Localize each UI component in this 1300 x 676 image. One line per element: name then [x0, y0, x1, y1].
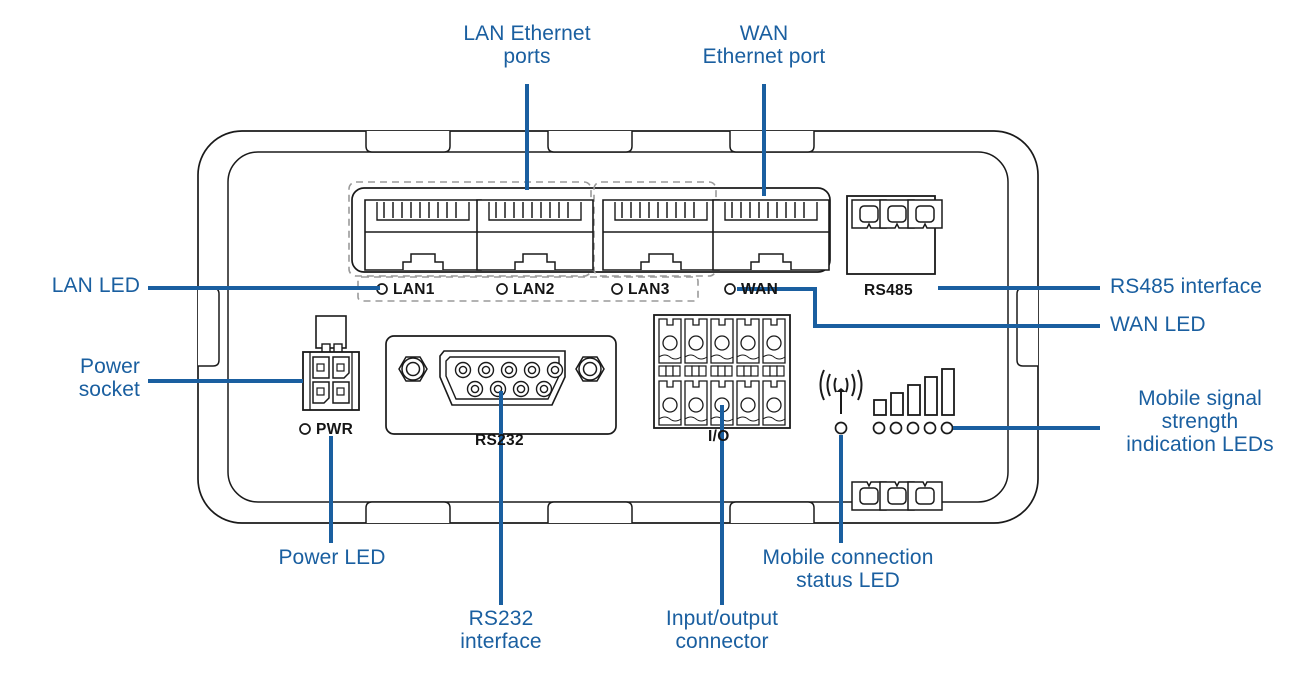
led-signal-1 — [872, 421, 886, 435]
rj45-port-lan2[interactable] — [476, 199, 594, 271]
device-label-rs485: RS485 — [864, 282, 913, 299]
rj45-port-wan[interactable] — [712, 199, 830, 271]
rj45-port-lan3[interactable] — [602, 199, 720, 271]
signal-bar-3 — [907, 384, 921, 416]
callout-lan-ethernet-ports: LAN Ethernet ports — [463, 22, 591, 68]
rs232-screw-left — [398, 356, 428, 382]
device-label-lan2: LAN2 — [513, 281, 555, 298]
ethernet-port-group — [348, 181, 831, 302]
callout-power-socket: Power socket — [78, 355, 140, 401]
callout-wan-led: WAN LED — [1110, 313, 1206, 336]
led-pwr — [299, 423, 311, 435]
device-label-pwr: PWR — [316, 421, 354, 438]
signal-bar-4 — [924, 376, 938, 416]
leader-lines — [148, 84, 1100, 605]
callout-input-output-connector: Input/output connector — [665, 607, 779, 653]
callout-rs232-interface: RS232 interface — [460, 607, 542, 653]
led-lan2 — [496, 283, 508, 295]
leader-wan-led — [737, 287, 1100, 328]
rs232-connector[interactable] — [385, 335, 617, 435]
led-signal-2 — [889, 421, 903, 435]
led-lan3 — [611, 283, 623, 295]
callout-rs485-interface: RS485 interface — [1110, 275, 1263, 298]
device-label-lan1: LAN1 — [393, 281, 435, 298]
antenna-icon — [819, 369, 863, 414]
device-label-lan3: LAN3 — [628, 281, 670, 298]
rs485-connector[interactable] — [846, 195, 943, 511]
signal-bar-2 — [890, 392, 904, 416]
led-signal-5 — [940, 421, 954, 435]
device-label-wan: WAN — [741, 281, 779, 298]
rs232-screw-right — [575, 356, 605, 382]
rj45-port-lan1[interactable] — [364, 199, 482, 271]
led-wan — [724, 283, 736, 295]
device-label-rs232: RS232 — [475, 432, 524, 449]
callout-wan-ethernet-port: WAN Ethernet port — [702, 22, 826, 68]
mobile-led-row — [834, 421, 954, 435]
callout-lan-led: LAN LED — [51, 274, 140, 297]
led-signal-4 — [923, 421, 937, 435]
device-label-io: I/O — [708, 428, 730, 445]
signal-bar-5 — [941, 368, 955, 416]
signal-strength-bars — [873, 368, 955, 416]
callout-power-led: Power LED — [278, 546, 386, 569]
signal-bar-1 — [873, 399, 887, 416]
callout-mobile-connection-led: Mobile connection status LED — [762, 546, 934, 592]
callout-mobile-signal-leds: Mobile signal strength indication LEDs — [1126, 387, 1274, 456]
led-mobile-connection-status — [834, 421, 848, 435]
power-socket-connector[interactable] — [302, 315, 360, 411]
led-signal-3 — [906, 421, 920, 435]
